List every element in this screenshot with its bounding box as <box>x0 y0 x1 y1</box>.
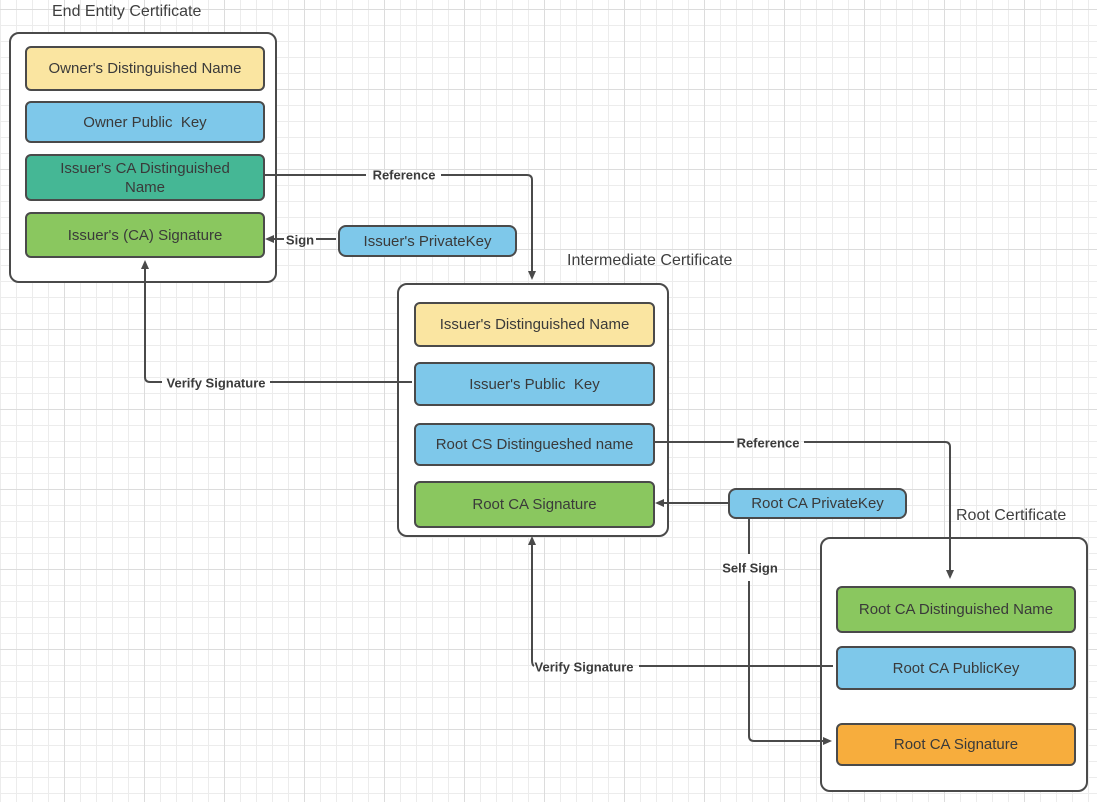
field-label: Issuer's Distinguished Name <box>439 316 630 333</box>
field-root-ca-signature-intermediate: Root CA Signature <box>414 481 655 528</box>
connector-label-reference-1: Reference <box>372 167 436 183</box>
connector-label-verify-signature-2: Verify Signature <box>534 659 634 675</box>
verify-signature-1-connector <box>141 260 162 383</box>
field-label: Issuer's CA Distinguished Name <box>60 159 234 196</box>
root-ca-privatekey-box: Root CA PrivateKey <box>728 488 907 519</box>
keybox-label: Root CA PrivateKey <box>751 495 884 512</box>
field-owners-distinguished-name: Owner's Distinguished Name <box>25 46 265 91</box>
field-root-ca-signature-root: Root CA Signature <box>836 723 1076 766</box>
connector-label-self-sign: Self Sign <box>722 560 778 576</box>
field-issuers-ca-signature: Issuer's (CA) Signature <box>25 212 265 258</box>
connector-label-verify-signature-1: Verify Signature <box>166 375 266 391</box>
field-label: Root CA PublicKey <box>892 659 1020 677</box>
field-issuers-distinguished-name: Issuer's Distinguished Name <box>414 302 655 347</box>
field-issuers-public-key: Issuer's Public Key <box>414 362 655 406</box>
root-certificate: Root CA Distinguished Name Root CA Publi… <box>820 537 1088 792</box>
verify-signature-2-connector <box>528 536 536 667</box>
keybox-label: Issuer's PrivateKey <box>363 232 492 250</box>
field-label: Root CA Distinguished Name <box>858 601 1054 618</box>
end-entity-certificate-title: End Entity Certificate <box>52 3 202 20</box>
field-label: Owner Public Key <box>83 113 207 131</box>
field-owner-public-key: Owner Public Key <box>25 101 265 143</box>
field-issuers-ca-distinguished-name: Issuer's CA Distinguished Name <box>25 154 265 201</box>
field-label: Owner's Distinguished Name <box>48 60 242 77</box>
field-root-ca-distinguished-name: Root CA Distinguished Name <box>836 586 1076 633</box>
field-root-cs-distingueshed-name: Root CS Distingueshed name <box>414 423 655 466</box>
field-label: Issuer's (CA) Signature <box>67 226 223 244</box>
end-entity-certificate: Owner's Distinguished Name Owner Public … <box>9 32 277 283</box>
field-label: Root CA Signature <box>893 736 1019 753</box>
issuers-privatekey-box: Issuer's PrivateKey <box>338 225 517 257</box>
field-root-ca-publickey: Root CA PublicKey <box>836 646 1076 690</box>
connector-label-sign: Sign <box>285 232 315 248</box>
field-label: Root CS Distingueshed name <box>435 436 634 453</box>
field-label: Root CA Signature <box>472 496 597 513</box>
intermediate-certificate: Issuer's Distinguished Name Issuer's Pub… <box>397 283 669 537</box>
self-sign-connector <box>748 581 832 745</box>
root-certificate-title: Root Certificate <box>956 507 1067 524</box>
field-label: Issuer's Public Key <box>469 375 600 393</box>
reference-1-connector <box>441 174 536 280</box>
connector-label-reference-2: Reference <box>736 435 800 451</box>
intermediate-certificate-title: Intermediate Certificate <box>567 252 733 269</box>
